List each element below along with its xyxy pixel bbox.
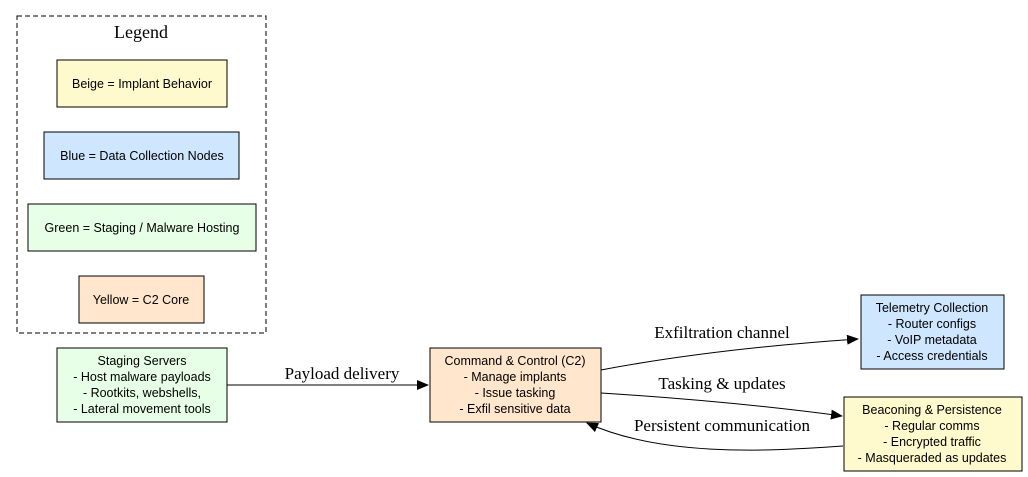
edge-persistent: Persistent communication [586, 416, 844, 451]
legend-item-green: Green = Staging / Malware Hosting [27, 203, 257, 252]
node-beacon-title: Beaconing & Persistence [862, 403, 1002, 417]
node-telemetry-title: Telemetry Collection [876, 301, 989, 315]
node-c2-line: - Issue tasking [475, 386, 556, 400]
node-c2: Command & Control (C2) - Manage implants… [429, 347, 602, 423]
edge-payload-delivery: Payload delivery [227, 364, 429, 390]
edge-tasking: Tasking & updates [600, 374, 843, 420]
legend-label-beige: Beige = Implant Behavior [72, 77, 212, 91]
node-c2-line: - Manage implants [464, 370, 567, 384]
node-beacon-box [843, 396, 1023, 472]
node-staging-title: Staging Servers [98, 354, 187, 368]
legend-label-blue: Blue = Data Collection Nodes [60, 149, 224, 163]
edge-label-exfil: Exfiltration channel [654, 323, 790, 342]
legend-title: Legend [114, 22, 168, 42]
legend-item-beige: Beige = Implant Behavior [56, 59, 228, 108]
edge-label-persistent: Persistent communication [634, 416, 811, 435]
legend-swatch-blue [43, 131, 240, 180]
edge-tasking-line [600, 392, 843, 420]
node-beaconing-persistence: Beaconing & Persistence - Regular comms … [843, 396, 1023, 472]
legend-label-green: Green = Staging / Malware Hosting [45, 221, 240, 235]
legend-item-blue: Blue = Data Collection Nodes [43, 131, 240, 180]
edge-exfil-line [600, 334, 859, 371]
node-telemetry-line: - VoIP metadata [887, 333, 976, 347]
legend-label-yellow: Yellow = C2 Core [93, 293, 190, 307]
edge-label-payload: Payload delivery [285, 364, 400, 383]
node-c2-box [429, 347, 602, 423]
node-beacon-line: - Regular comms [884, 419, 979, 433]
edge-persistent-line [586, 422, 844, 451]
node-telemetry-box [860, 294, 1005, 370]
node-c2-line: - Exfil sensitive data [459, 402, 570, 416]
node-staging-box [56, 347, 228, 423]
legend-swatch-beige [56, 59, 228, 108]
node-c2-title: Command & Control (C2) [444, 354, 585, 368]
node-staging-line: - Host malware payloads [73, 370, 211, 384]
node-beacon-line: - Masqueraded as updates [858, 451, 1007, 465]
legend-swatch-green [27, 203, 257, 252]
node-staging-servers: Staging Servers - Host malware payloads … [56, 347, 228, 423]
legend-border [16, 15, 267, 334]
edge-exfiltration: Exfiltration channel [600, 323, 859, 371]
node-telemetry-collection: Telemetry Collection - Router configs - … [860, 294, 1005, 370]
edge-label-tasking: Tasking & updates [658, 374, 785, 393]
node-staging-line: - Rootkits, webshells, [83, 386, 201, 400]
legend-swatch-yellow [78, 275, 205, 324]
node-staging-line: - Lateral movement tools [73, 402, 211, 416]
legend-item-yellow: Yellow = C2 Core [78, 275, 205, 324]
legend: Legend Beige = Implant Behavior Blue = D… [16, 15, 267, 334]
node-telemetry-line: - Access credentials [876, 349, 987, 363]
node-beacon-line: - Encrypted traffic [883, 435, 981, 449]
node-telemetry-line: - Router configs [888, 317, 976, 331]
